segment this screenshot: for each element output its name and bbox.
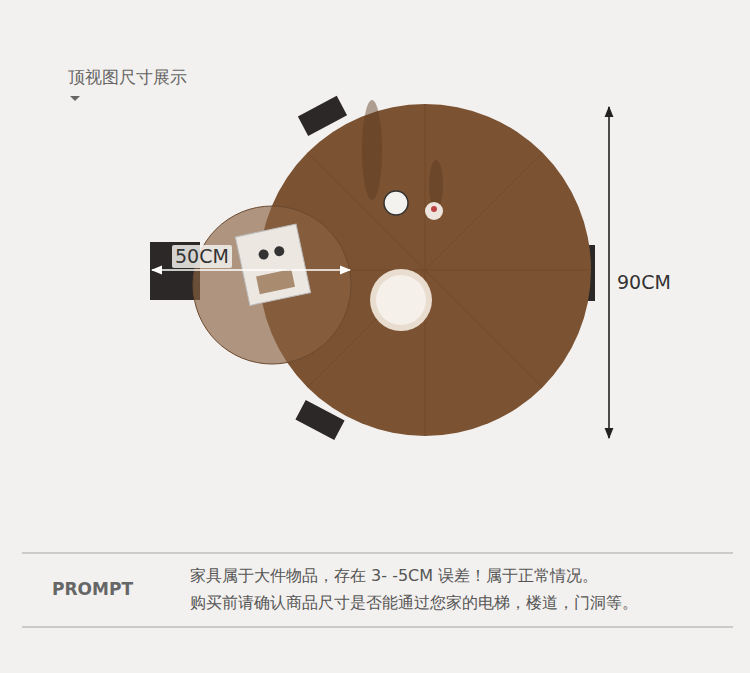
- dimension-label: 90CM: [617, 271, 671, 294]
- note-text: 家具属于大件物品，存在 3- -5CM 误差！属于正常情况。: [190, 566, 598, 585]
- page-title: 顶视图尺寸展示: [68, 67, 187, 87]
- bowl: [370, 269, 432, 331]
- rule-line: [22, 626, 733, 627]
- title-triangle: [70, 96, 80, 101]
- dimension-line: [608, 107, 610, 438]
- candle: [384, 191, 408, 215]
- note-text: 购买前请确认商品尺寸是否能通过您家的电梯，楼道，门洞等。: [190, 593, 638, 612]
- chairs: [150, 96, 595, 440]
- dimension-label: 50CM: [172, 245, 232, 268]
- dimension-line: [152, 269, 350, 271]
- cup: [425, 202, 443, 220]
- rule-line: [22, 552, 733, 553]
- book: [235, 224, 310, 305]
- side-table: [193, 206, 351, 364]
- prompt-heading: PROMPT: [52, 579, 133, 599]
